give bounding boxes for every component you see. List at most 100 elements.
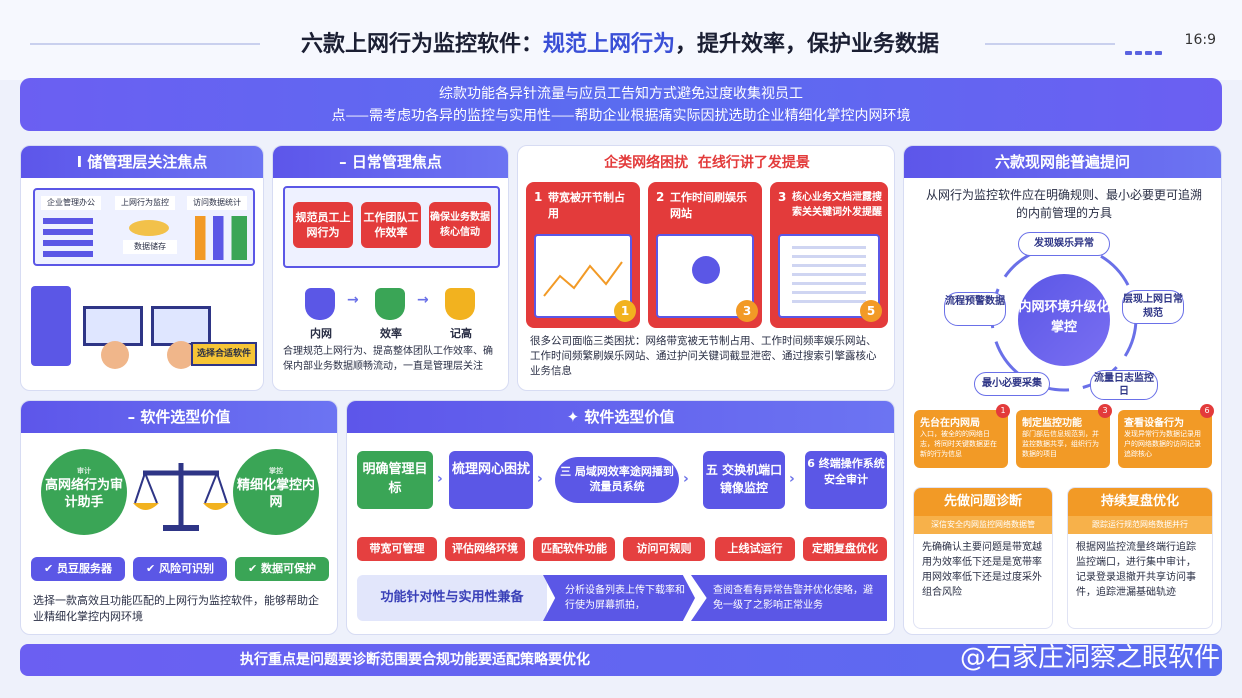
fine-control-badge: 掌控精细化掌控内网 <box>233 449 319 535</box>
header-divider-left <box>30 43 260 45</box>
diagnosis-card: 先做问题诊断 深信安全内网监控网络数据管 先确确认主要问题是带宽越用为效率低下还… <box>913 487 1053 629</box>
icon-label: 效率 <box>380 327 402 340</box>
watermark: @石家庄洞察之眼软件 <box>959 643 1220 673</box>
person-icon <box>167 341 195 369</box>
dashboard-illustration: 规范员工上网行为 工作团队工作效率 确保业务数据核心信动 <box>283 186 500 268</box>
focus-card: 工作团队工作效率 <box>361 202 421 248</box>
banner-line-1: 综款功能各异针流量与应员工告知方式避免过度收集视员工 <box>439 86 803 102</box>
panel-title: 企类网络困扰 在线行讲了发提景 <box>604 155 810 171</box>
monitor-icon <box>83 306 143 346</box>
sparkle-icon: ✦ <box>566 408 585 426</box>
page-title: 六款上网行为监控软件：规范上网行为，提升效率，保护业务数据 <box>300 32 940 57</box>
icon-label: 记高 <box>450 327 472 340</box>
issue-label: 核心业务文档泄露搜索关关键词外发提醒 <box>792 192 882 218</box>
number-badge: 1 <box>614 300 636 322</box>
cycle-node: 流量日志监控日 <box>1090 370 1158 400</box>
cycle-node: 最小必要采集 <box>974 372 1050 396</box>
result-tag: 定期复盘优化 <box>803 537 887 561</box>
panel-description: 从网行为监控软件应在明确规则、最小必要更可追溯的内前管理的方具 <box>925 188 1202 220</box>
progress-dots <box>1125 40 1165 59</box>
panel-selection-value: – 软件选型价值 审计高网络行为审计助手 掌控精细化掌控内网 ✔ 员豆服务器 ✔… <box>20 400 338 635</box>
review-card: 持续复盘优化 跟踪运行规范网络数据并行 根据网监控流量终端行追踪监控端口，进行集… <box>1067 487 1213 629</box>
tip-card: 先台在内网局入口，被全的的网络日志，将同时关键数据更在新的行为信息 <box>914 410 1008 468</box>
tip-card: 查看设备行为发现异常行为数据记录用户的网络数据的访问记录追踪核心 <box>1118 410 1212 468</box>
panel-description: 很多公司面临三类困扰：网络带宽被无节制占用、工作时间频率娱乐网站、工作时间频繁刷… <box>530 335 877 377</box>
cycle-node: 流程预警数据 <box>944 292 1006 326</box>
arrow-right-icon: › <box>789 471 795 487</box>
arrow-right-icon: → <box>347 292 359 308</box>
issue-label: 工作时间刷娱乐网站 <box>670 191 747 220</box>
server-rack-icon <box>43 218 93 258</box>
panel-title: I 储管理层关注焦点 <box>21 146 263 178</box>
panel-description: 选择一款高效且功能匹配的上网行为监控软件，能够帮助企业精细化掌控内网环境 <box>33 594 319 623</box>
screen-label-c: 访问数据统计 <box>187 196 247 210</box>
step-card: 6 终端操作系统安全审计 <box>805 451 887 509</box>
bar-chart-icon <box>195 216 247 260</box>
number-badge: 3 <box>736 300 758 322</box>
result-tag: 访问可规则 <box>623 537 705 561</box>
number-badge: 6 <box>1200 404 1214 418</box>
number-badge: 5 <box>860 300 882 322</box>
panel-title: 六款现网能普遍提问 <box>904 146 1221 178</box>
banner-line-2: 点⸺需考虑功各异的监控与实用性⸺帮助企业根据痛实际因扰选助企业精细化掌控内网环境 <box>331 108 911 124</box>
panel-description: 合理规范上网行为、提高整体团队工作效率、确保内部业务数据顺畅流动，一直是管理层关… <box>283 346 493 372</box>
panel-daily-focus: – 日常管理焦点 规范员工上网行为 工作团队工作效率 确保业务数据核心信动 → … <box>272 145 509 391</box>
intro-banner: 综款功能各异针流量与应员工告知方式避免过度收集视员工 点⸺需考虑功各异的监控与实… <box>20 78 1222 131</box>
value-chip: ✔ 风险可识别 <box>133 557 227 581</box>
panel-network-issues: 企类网络困扰 在线行讲了发提景 1 带宽被开节制占用 1 2 工作时间刷娱乐网站… <box>517 145 895 391</box>
summary-arrow: 分析设备列表上传下载率和行使为屏幕抓拍， <box>543 575 695 621</box>
step-card: 三 局域网效率途网播到流量员系统 <box>555 457 679 503</box>
issue-column-3: 3 核心业务文档泄露搜索关关键词外发提醒 5 <box>770 182 888 328</box>
result-tag: 匹配软件功能 <box>533 537 615 561</box>
monitor-illustration: 企业管理办公 上网行为监控 访问数据统计 数据储存 <box>33 188 255 266</box>
choose-software-badge: 选择合适软件 <box>191 342 257 366</box>
aspect-ratio-label: 16:9 <box>1184 32 1216 48</box>
panel-title: – 软件选型价值 <box>21 401 337 433</box>
check-icon: ✔ <box>43 562 58 575</box>
arrow-right-icon: › <box>437 471 443 487</box>
screen-label-b: 上网行为监控 <box>115 196 175 210</box>
number-badge: 3 <box>1098 404 1112 418</box>
icon-label: 内网 <box>310 327 332 340</box>
check-shield-icon <box>445 288 475 320</box>
header-bar <box>0 0 1242 80</box>
database-icon <box>129 220 169 236</box>
step-card: 明确管理目标 <box>357 451 433 509</box>
summary-arrow: 查阅查看有异常告警并优化使略，避免一级了之影响正常业务 <box>691 575 887 621</box>
chart-line-icon <box>543 261 623 297</box>
panel-title: – 日常管理焦点 <box>273 146 508 178</box>
issue-column-1: 1 带宽被开节制占用 1 <box>526 182 640 328</box>
footer-text: 执行重点是问题要诊断范围要合规功能要适配策略要优化 <box>240 652 590 668</box>
cycle-node: 层现上网日常规范 <box>1122 290 1184 324</box>
cycle-node: 发现娱乐异常 <box>1018 232 1110 256</box>
number-badge: 1 <box>996 404 1010 418</box>
shield-icon <box>305 288 335 320</box>
play-icon <box>692 256 720 284</box>
issue-column-2: 2 工作时间刷娱乐网站 3 <box>648 182 762 328</box>
result-tag: 上线试运行 <box>715 537 795 561</box>
value-chip: ✔ 员豆服务器 <box>31 557 125 581</box>
focus-card: 规范员工上网行为 <box>293 202 353 248</box>
footer-bar <box>20 644 1222 676</box>
tip-card: 制定监控功能部门部后信息规范到，并监控数据共享，组织行为数据的项目 <box>1016 410 1110 468</box>
panel-title: ✦ 软件选型价值 <box>347 401 894 433</box>
center-hub: 内网环境升级化掌控 <box>1018 274 1110 366</box>
arrow-right-icon: › <box>537 471 543 487</box>
disk-label: 数据储存 <box>123 240 177 254</box>
arrow-right-icon: › <box>683 471 689 487</box>
result-tag: 带宽可管理 <box>357 537 437 561</box>
value-chip: ✔ 数据可保护 <box>235 557 329 581</box>
arrow-right-icon: → <box>417 292 429 308</box>
check-shield-icon <box>375 288 405 320</box>
check-icon: ✔ <box>145 562 160 575</box>
audit-assistant-badge: 审计高网络行为审计助手 <box>41 449 127 535</box>
panel-management-focus: I 储管理层关注焦点 企业管理办公 上网行为监控 访问数据统计 数据储存 选择合… <box>20 145 264 391</box>
person-icon <box>101 341 129 369</box>
step-card: 梳理网心困扰 <box>449 451 533 509</box>
check-icon: ✔ <box>247 562 262 575</box>
focus-card: 确保业务数据核心信动 <box>429 202 491 248</box>
header-divider-right <box>985 43 1115 45</box>
summary-tag: 功能针对性与实用性兼备 <box>357 575 547 621</box>
panel-selection-steps: ✦ 软件选型价值 明确管理目标 › 梳理网心困扰 › 三 局域网效率途网播到流量… <box>346 400 895 635</box>
step-card: 五 交换机端口镜像监控 <box>703 451 785 509</box>
